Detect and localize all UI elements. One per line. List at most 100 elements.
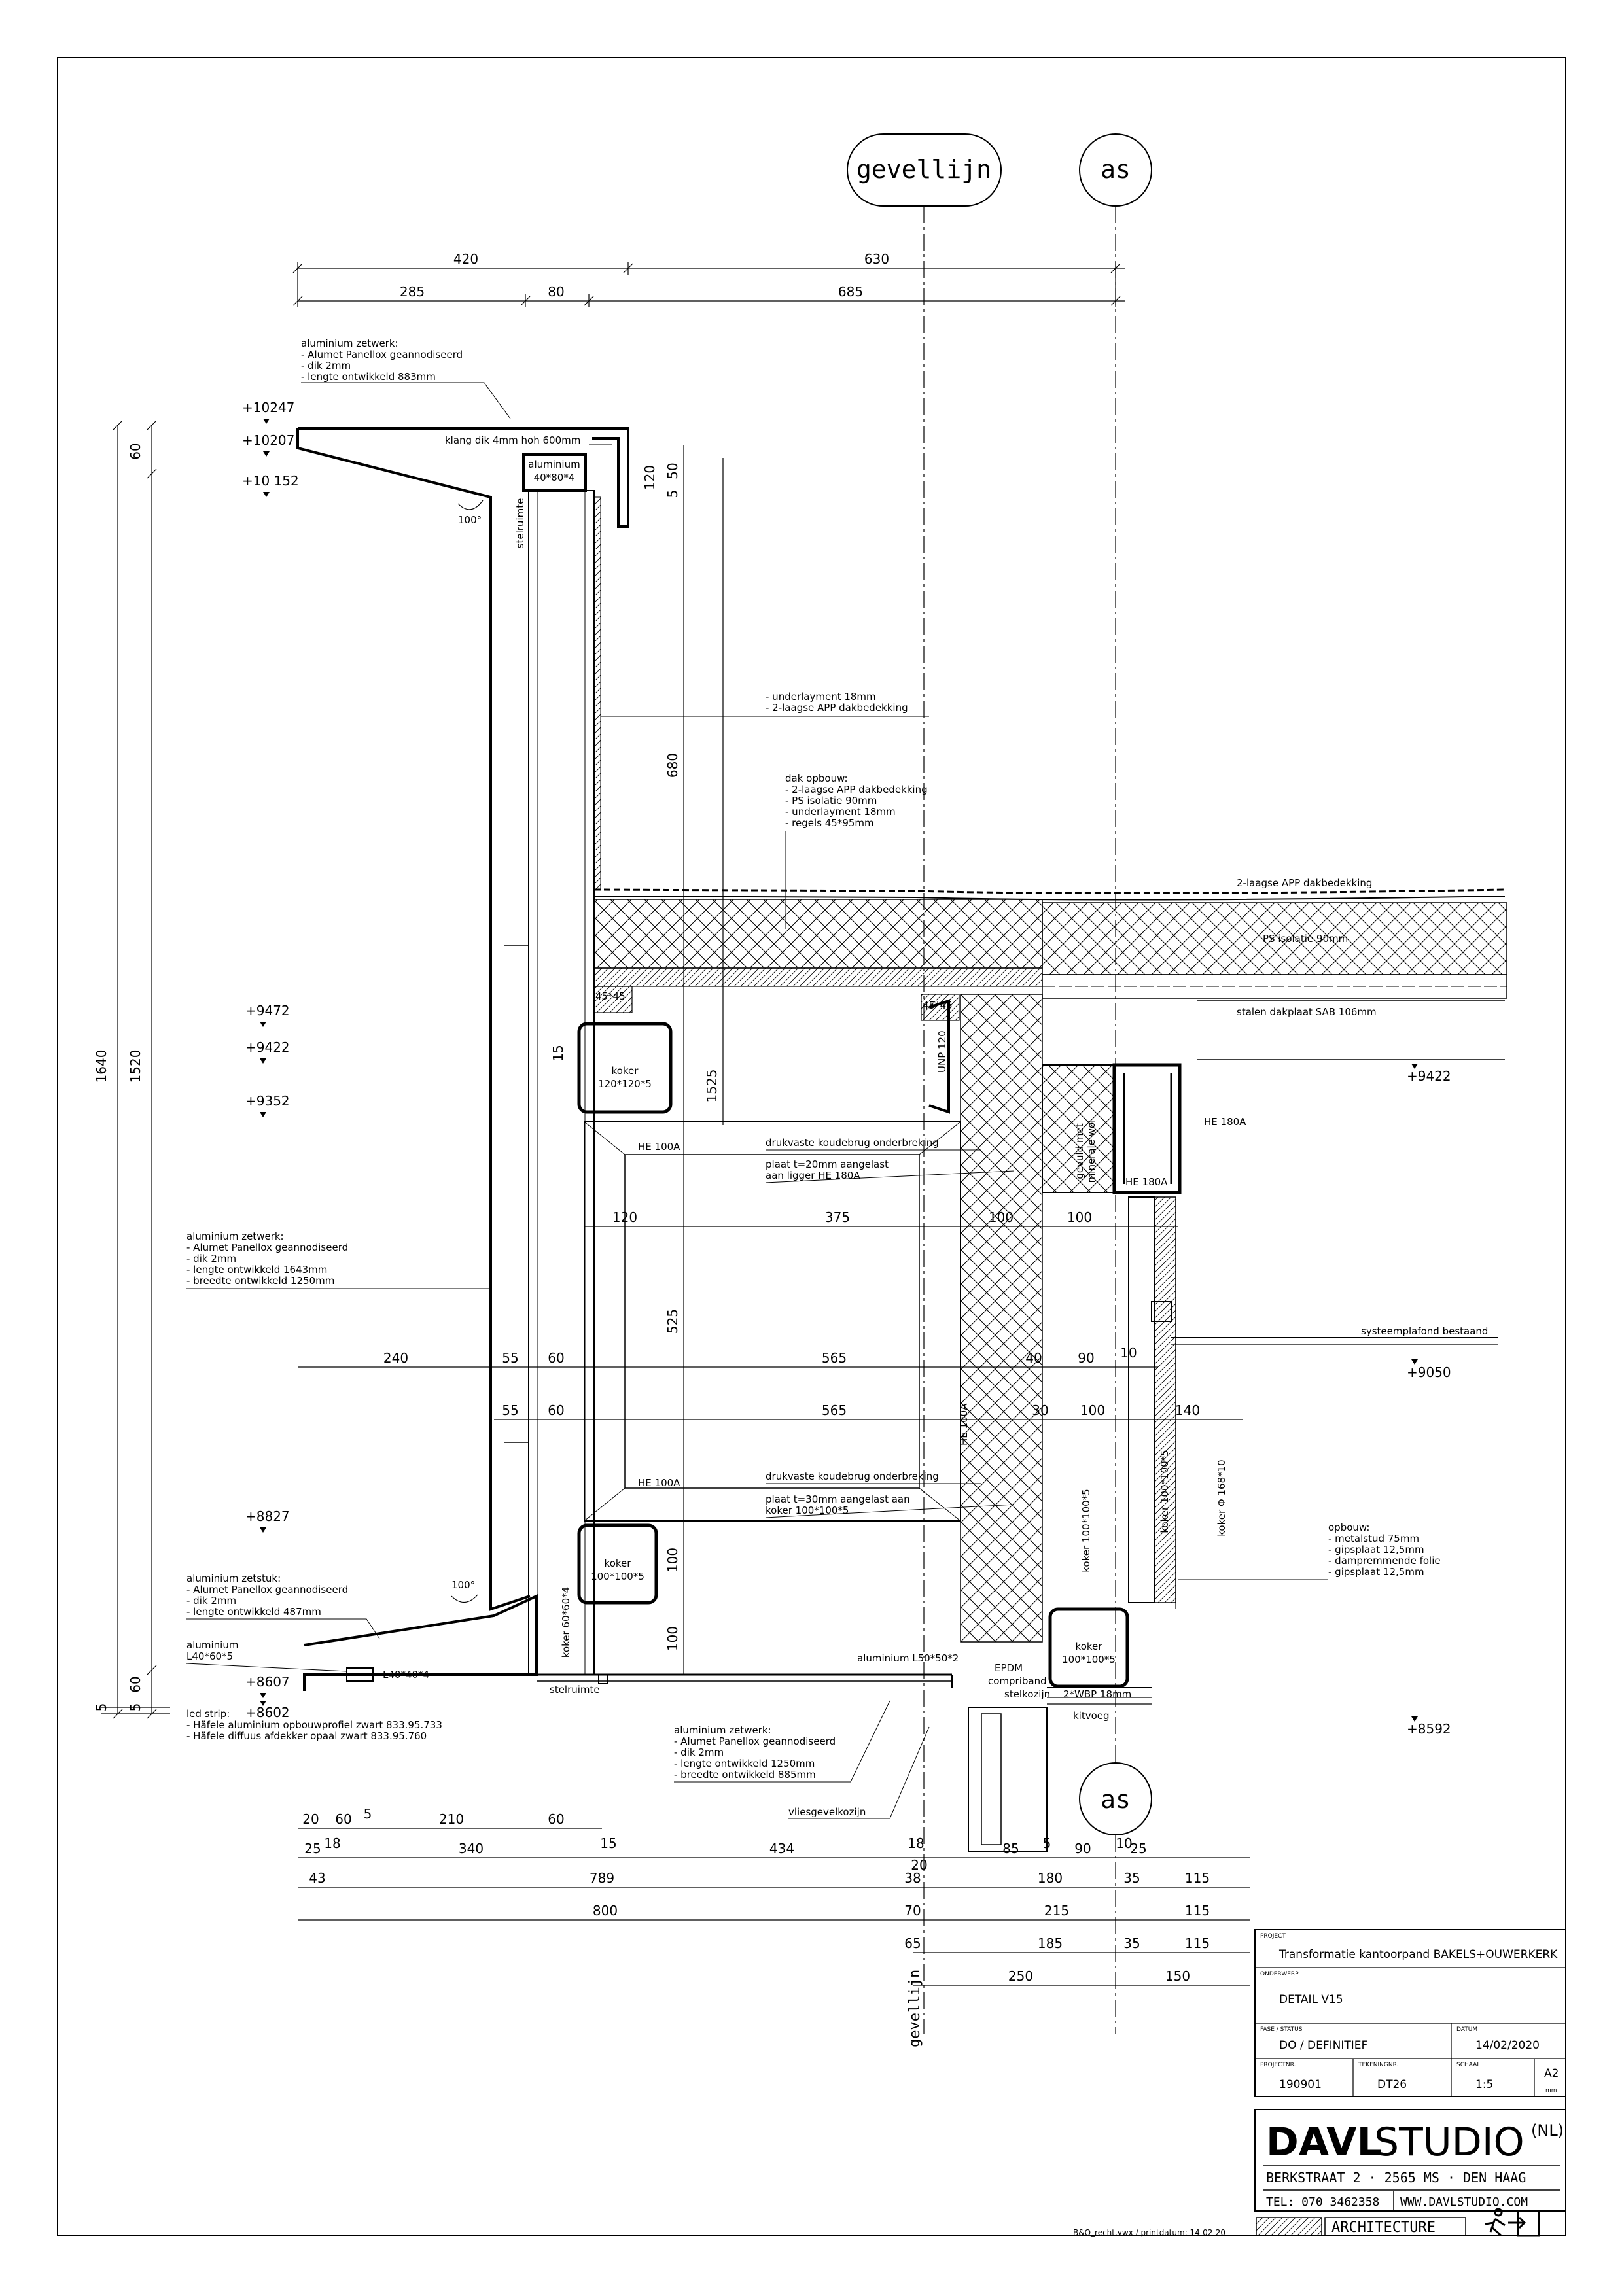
note-vliesgevel: vliesgevelkozijn xyxy=(788,1726,930,1819)
dim-1525: 1525 xyxy=(704,1070,720,1103)
note-alu-l40: aluminium L40*60*5 xyxy=(186,1639,347,1672)
studio-country: (NL) xyxy=(1531,2121,1564,2140)
svg-text:434: 434 xyxy=(769,1841,794,1856)
l40-label: L40*40*4 xyxy=(383,1669,429,1680)
dim-100-b: 100 xyxy=(665,1626,680,1651)
svg-text:90: 90 xyxy=(1074,1841,1091,1856)
ps-right-label: PS isolatie 90mm xyxy=(1263,933,1348,945)
studio-block: DAVL STUDIO (NL) BERKSTRAAT 2 · 2565 MS … xyxy=(1254,2109,1566,2212)
dim-60-bottom: 60 xyxy=(128,1676,143,1692)
koker-vert-100-label: koker 100*100*5 xyxy=(1080,1489,1092,1572)
svg-text:60: 60 xyxy=(548,1402,564,1418)
svg-text:- PS isolatie 90mm: - PS isolatie 90mm xyxy=(785,795,877,807)
studio-name-bold: DAVL xyxy=(1266,2119,1382,2165)
unp120-label: UNP 120 xyxy=(936,1030,948,1073)
svg-text:10: 10 xyxy=(1120,1345,1137,1361)
dim-285: 285 xyxy=(400,284,425,300)
dim-50: 50 xyxy=(665,462,680,479)
level-9422: +9422 xyxy=(245,1039,290,1055)
note-zetwerk-top: aluminium zetwerk: - Alumet Panellox gea… xyxy=(301,338,511,419)
sheet-frame xyxy=(57,57,1566,2236)
dim-120: 120 xyxy=(642,465,658,490)
svg-text:43: 43 xyxy=(309,1870,325,1886)
systeemplafond-label: systeemplafond bestaand xyxy=(1361,1325,1488,1337)
koker-right-label: koker xyxy=(1076,1641,1103,1652)
svg-text:38: 38 xyxy=(904,1870,921,1886)
svg-text:dak opbouw:: dak opbouw: xyxy=(785,773,848,784)
axis-bubble-as-bottom: as xyxy=(1079,1762,1152,1835)
svg-text:- dik 2mm: - dik 2mm xyxy=(186,1595,236,1607)
svg-text:25: 25 xyxy=(1130,1841,1146,1856)
svg-text:115: 115 xyxy=(1185,1936,1210,1951)
svg-text:10: 10 xyxy=(1116,1835,1132,1851)
dim-1520: 1520 xyxy=(128,1050,143,1083)
svg-text:115: 115 xyxy=(1185,1870,1210,1886)
svg-text:60: 60 xyxy=(548,1811,564,1827)
svg-text:- 2-laagse APP dakbedekking: - 2-laagse APP dakbedekking xyxy=(785,784,928,795)
tb-datum: 14/02/2020 xyxy=(1475,2039,1540,2052)
svg-text:30: 30 xyxy=(1032,1402,1048,1418)
gevellijn-vertical-label: gevellijn xyxy=(907,1970,923,2047)
svg-text:- Häfele diffuus afdekker o: - Häfele diffuus afdekker opaal zwart 83… xyxy=(186,1730,427,1742)
he100a-vertical-label: HE 100A xyxy=(958,1403,970,1446)
svg-text:- regels 45*95mm: - regels 45*95mm xyxy=(785,817,874,829)
svg-text:70: 70 xyxy=(904,1903,921,1919)
level-8607: +8607 xyxy=(245,1674,290,1690)
svg-text:60: 60 xyxy=(335,1811,351,1827)
svg-text:- breedte ontwikkeld 1250mm: - breedte ontwikkeld 1250mm xyxy=(186,1275,334,1287)
title-block xyxy=(1254,1929,1566,2097)
dims-bottom-row6: 250 150 xyxy=(1008,1968,1190,1984)
svg-text:gevellijn: gevellijn xyxy=(856,155,991,184)
tb-format: A2 xyxy=(1544,2067,1559,2080)
note-opbouw: opbouw: - metalstud 75mm - gipsplaat 12,… xyxy=(1178,1522,1441,1580)
svg-text:L40*60*5: L40*60*5 xyxy=(186,1650,233,1662)
level-9352: +9352 xyxy=(245,1093,290,1109)
wbp-label: 2*WBP 18mm xyxy=(1063,1688,1131,1700)
hout-45-a: 45*45 xyxy=(595,990,626,1002)
svg-text:opbouw:: opbouw: xyxy=(1328,1522,1369,1533)
level-8827: +8827 xyxy=(245,1508,290,1524)
compriband-label: compriband xyxy=(988,1675,1047,1687)
dim-5-a: 5 xyxy=(665,490,680,498)
svg-text:25: 25 xyxy=(304,1841,321,1856)
svg-text:20: 20 xyxy=(911,1857,927,1873)
stelkozijn-label: stelkozijn xyxy=(1004,1688,1050,1700)
svg-text:180: 180 xyxy=(1038,1870,1063,1886)
svg-text:led strip:: led strip: xyxy=(186,1708,230,1720)
level-9472: +9472 xyxy=(245,1003,290,1018)
inner-vertical-dims: 120 5 50 680 1525 15 525 100 100 xyxy=(550,445,724,1675)
svg-text:35: 35 xyxy=(1123,1870,1140,1886)
tb-projectnr: 190901 xyxy=(1279,2078,1322,2091)
svg-text:aluminium: aluminium xyxy=(186,1639,238,1651)
dim-5-c: 5 xyxy=(94,1703,109,1712)
studio-tel: TEL: 070 3462358 xyxy=(1266,2195,1379,2209)
dim-15: 15 xyxy=(550,1045,566,1061)
svg-text:- lengte ontwikkeld 1643mm: - lengte ontwikkeld 1643mm xyxy=(186,1264,327,1276)
level-markers: +10247 +10207 +10 152 +9472 +9422 +9352 … xyxy=(242,400,1451,1737)
studio-web: WWW.DAVLSTUDIO.COM xyxy=(1400,2195,1528,2209)
svg-text:18: 18 xyxy=(324,1835,340,1851)
svg-text:- gipsplaat 12,5mm: - gipsplaat 12,5mm xyxy=(1328,1566,1424,1578)
svg-text:40*80*4: 40*80*4 xyxy=(534,472,575,483)
svg-text:240: 240 xyxy=(383,1350,408,1366)
level-8592: +8592 xyxy=(1407,1721,1451,1737)
svg-text:- Alumet Panellox geannodise: - Alumet Panellox geannodiseerd xyxy=(301,349,463,360)
svg-text:aluminium L50*50*2: aluminium L50*50*2 xyxy=(857,1652,959,1664)
svg-text:65: 65 xyxy=(904,1936,921,1951)
svg-text:- gipsplaat 12,5mm: - gipsplaat 12,5mm xyxy=(1328,1544,1424,1556)
svg-text:as: as xyxy=(1101,1785,1131,1814)
svg-text:- metalstud 75mm: - metalstud 75mm xyxy=(1328,1533,1419,1544)
koker-top-label: koker xyxy=(612,1065,639,1077)
svg-text:85: 85 xyxy=(1002,1841,1019,1856)
svg-text:100: 100 xyxy=(989,1209,1014,1225)
note-koudebrug-1: drukvaste koudebrug onderbreking plaat t… xyxy=(765,1137,1015,1183)
note-alu-l50: aluminium L50*50*2 xyxy=(857,1652,959,1664)
level-10207: +10207 xyxy=(242,432,294,448)
dim-60-top: 60 xyxy=(128,443,143,459)
angle-100-top: 100° xyxy=(458,514,482,526)
dims-bottom-row1: 20 60 5 210 60 xyxy=(302,1806,564,1827)
axis-bubble-as-top: as xyxy=(1079,133,1152,207)
level-10247: +10247 xyxy=(242,400,294,415)
tb-schaal-label: SCHAAL xyxy=(1456,2062,1480,2068)
